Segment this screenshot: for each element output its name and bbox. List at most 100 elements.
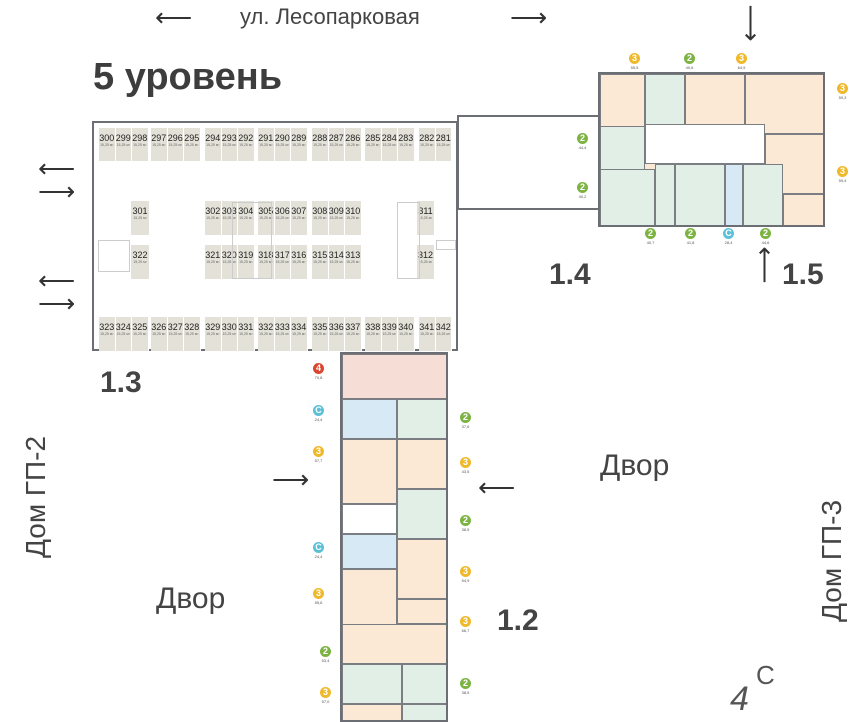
apartment-room[interactable] [402,704,446,720]
apartment-room[interactable] [685,74,745,126]
apartment-room[interactable] [342,664,402,704]
apartment-room[interactable] [342,569,397,629]
apartment-room[interactable] [645,74,685,126]
apartment-room[interactable] [600,126,645,171]
apartment-room[interactable] [397,599,446,624]
apartment-room[interactable] [725,164,743,225]
apartment-room[interactable] [342,704,402,720]
apartment-room[interactable] [397,539,446,599]
apartment-room[interactable] [402,664,446,704]
apartment-room[interactable] [342,504,397,534]
apartment-room[interactable] [645,124,765,164]
apartment-room[interactable] [342,624,446,664]
apartment-room[interactable] [397,439,446,489]
apartment-room[interactable] [600,74,645,134]
apartment-room[interactable] [397,399,446,439]
apartment-room[interactable] [743,164,783,225]
apartment-room[interactable] [342,534,397,569]
apartment-room[interactable] [783,194,823,225]
apartment-room[interactable] [342,439,397,504]
apartment-room[interactable] [342,354,446,399]
apartment-room[interactable] [600,169,655,225]
apartment-room[interactable] [397,489,446,539]
